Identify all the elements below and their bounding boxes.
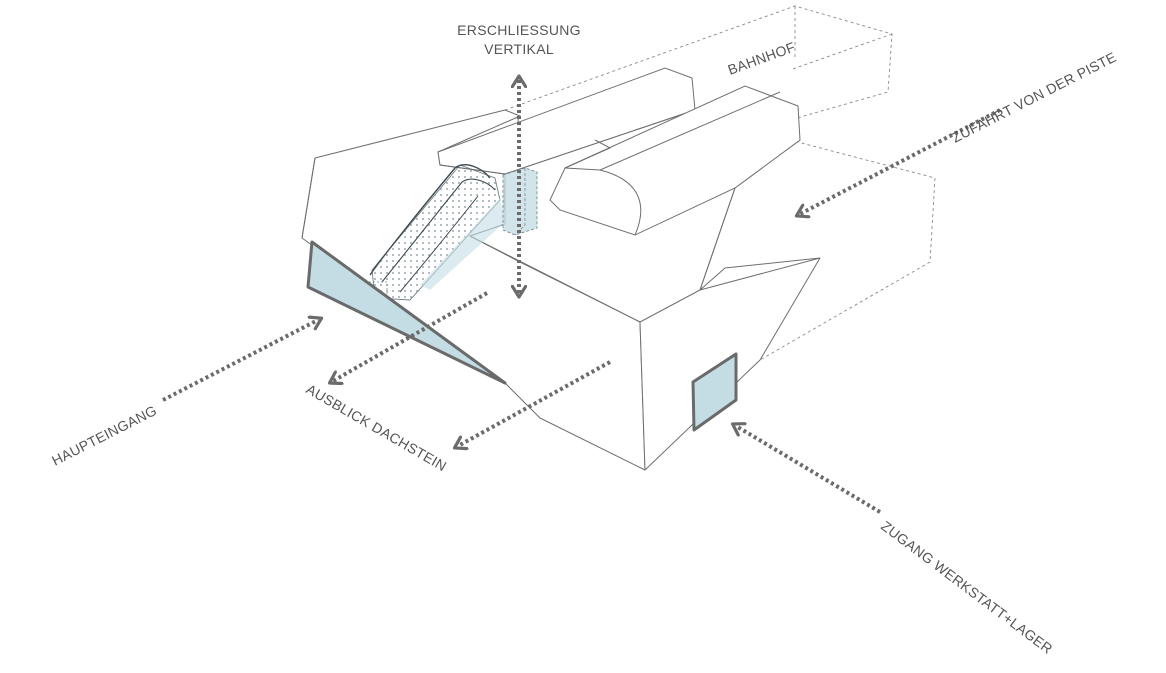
arrow-main-entrance bbox=[162, 320, 318, 402]
workshop-door bbox=[691, 352, 738, 432]
label-view: AUSBLICK DACHSTEIN bbox=[304, 381, 450, 475]
label-vertical-access-line1: ERSCHLIESSUNG bbox=[457, 22, 581, 38]
arrow-piste-access bbox=[800, 108, 1001, 214]
arrow-view-2 bbox=[458, 360, 611, 446]
label-piste-access: ZUFAHRT VON DER PISTE bbox=[949, 49, 1119, 146]
station-volume-dashed bbox=[504, 5, 936, 361]
label-vertical-access-line2: VERTIKAL bbox=[484, 41, 554, 57]
label-main-entrance: HAUPTEINGANG bbox=[49, 402, 159, 469]
arrow-workshop-access bbox=[736, 426, 882, 514]
label-station: BAHNHOF bbox=[726, 39, 798, 78]
arrows bbox=[162, 80, 1001, 514]
roof-box-right bbox=[549, 85, 801, 236]
label-workshop-access: ZUGANG WERKSTATT+LAGER bbox=[878, 518, 1056, 657]
main-entrance-glazing bbox=[306, 240, 507, 385]
